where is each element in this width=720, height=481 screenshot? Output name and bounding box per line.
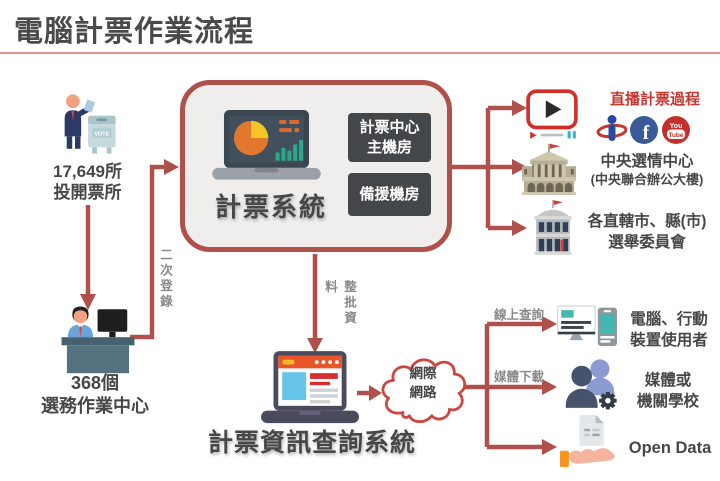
page-title: 電腦計票作業流程	[14, 16, 255, 48]
voter-ballot-box-icon: VOTE	[64, 94, 116, 154]
backup-server-room-box: 備援機房	[348, 173, 431, 216]
dashboard-laptop-icon	[212, 110, 321, 180]
central-center-line1: 中央選情中心	[600, 153, 694, 170]
facebook-letter: f	[643, 122, 650, 144]
main-server-room-line2: 主機房	[366, 138, 412, 156]
media-schools-line2: 機關學校	[636, 393, 699, 410]
youtube-icon: You Tube	[662, 116, 690, 144]
central-building-icon	[522, 143, 576, 195]
internet-line2: 網路	[409, 385, 437, 400]
polling-label: 投開票所	[53, 183, 122, 202]
media-people-gear-icon	[565, 359, 617, 410]
municipal-line2: 選舉委員會	[608, 234, 686, 251]
computer-mobile-icon	[557, 305, 617, 346]
title-underline	[0, 52, 720, 54]
arrow-centers-to-system	[130, 164, 166, 340]
facebook-icon: f	[630, 116, 658, 144]
arrow-heads	[80, 100, 557, 455]
live-broadcast-title: 直播計票過程	[609, 91, 700, 108]
devices-users-line2: 裝置使用者	[630, 332, 708, 349]
counting-system-label: 計票系統	[214, 192, 327, 222]
internet-line1: 網際	[409, 366, 437, 381]
ballot-box-label: VOTE	[94, 132, 109, 138]
cec-logo-icon	[596, 115, 628, 141]
backup-server-room-label: 備援機房	[359, 185, 420, 203]
main-server-room-line1: 計票中心	[359, 119, 420, 136]
centers-label: 選務作業中心	[41, 396, 149, 416]
centers-count: 368個	[70, 373, 120, 393]
municipal-building-icon	[534, 200, 572, 255]
edge-label-batch-data: 整批資料	[323, 280, 356, 327]
devices-users-line1: 電腦、行動	[630, 311, 708, 328]
youtube-word-top: You	[670, 123, 683, 130]
open-data-label: Open Data	[628, 439, 712, 457]
query-system-label: 計票資訊查詢系統	[207, 429, 416, 457]
internet-cloud-icon	[381, 358, 467, 424]
query-laptop-icon	[261, 351, 359, 424]
clerk-desk-icon	[61, 306, 135, 374]
municipal-line1: 各直轄市、縣(市)	[587, 213, 707, 230]
media-schools-line1: 媒體或	[644, 372, 692, 389]
main-server-room-box: 計票中心 主機房	[348, 113, 431, 162]
edge-label-second-entry: 二次登錄	[158, 248, 172, 310]
video-play-icon	[526, 89, 578, 139]
open-data-hand-icon	[560, 415, 615, 467]
edge-label-media-download: 媒體下載	[494, 370, 545, 384]
polling-count: 17,649所	[53, 162, 122, 181]
central-center-line2: (中央聯合辦公大樓)	[590, 172, 704, 187]
youtube-word-bottom: Tube	[668, 132, 683, 139]
edge-label-online-query: 線上查詢	[494, 308, 545, 322]
